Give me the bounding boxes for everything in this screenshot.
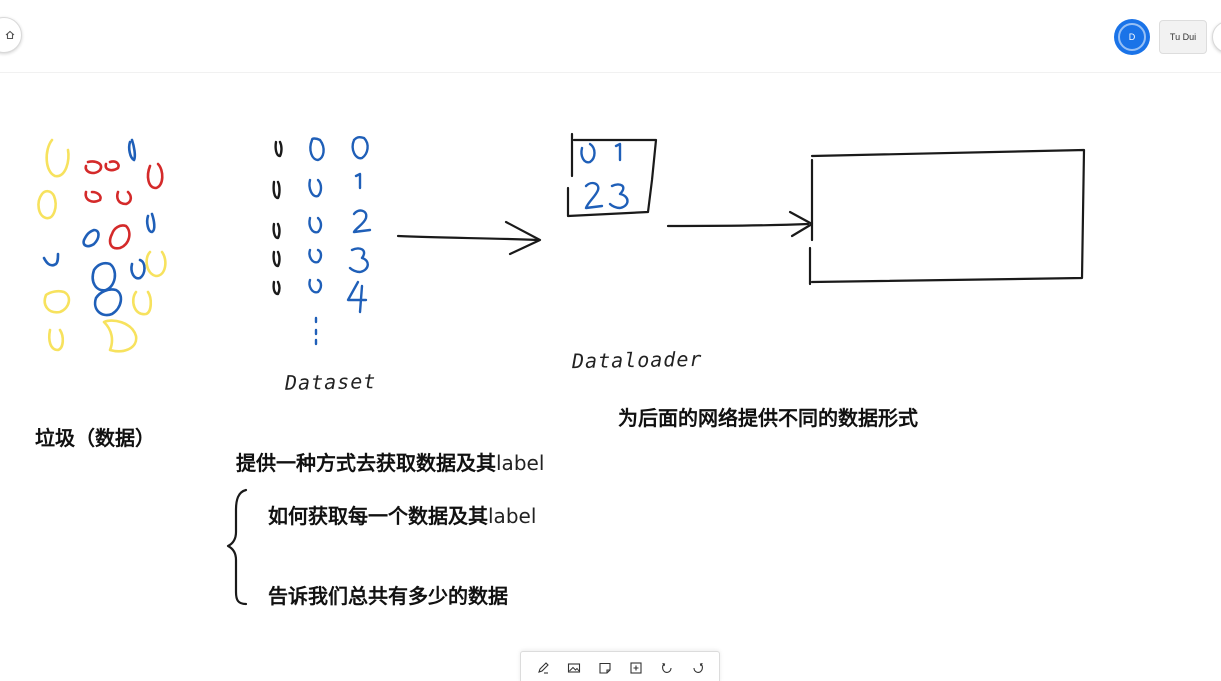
sticky-note-icon [598,662,611,674]
undo-tool[interactable] [656,657,678,679]
pen-icon [537,662,549,674]
dataset-column-1 [272,140,283,296]
point-get-item-main: 如何获取每一个数据及其 [268,504,488,528]
dataset-column-3 [314,135,372,346]
point-get-item-label: label [488,504,537,528]
sticky-note-tool[interactable] [594,657,616,679]
undo-icon [661,662,672,673]
home-icon [5,30,15,40]
dataset-description-main: 提供一种方式去获取数据及其 [236,451,496,475]
drawing-toolbar [520,651,720,681]
side-panel-button[interactable] [1212,21,1221,53]
dataset-description-label: label [496,451,545,475]
dataloader-description: 为后面的网络提供不同的数据形式 [618,406,918,430]
add-box-tool[interactable] [625,657,647,679]
blue-data-blobs [42,138,156,317]
arrow-dataset-to-loader [396,220,542,256]
redo-icon [692,662,703,673]
redo-tool[interactable] [687,657,709,679]
arrow-loader-to-network [666,210,814,238]
participant-avatar[interactable]: Tu Dui [1159,20,1207,54]
add-box-icon [629,662,642,674]
top-divider [0,72,1221,73]
curly-brace [226,488,248,606]
dataloader-values [580,142,629,210]
pen-tool[interactable] [532,657,554,679]
dataset-column-2 [308,137,325,294]
dataloader-box [566,132,658,218]
dataset-label: Dataset [284,369,377,395]
garbage-label: 垃圾（数据） [35,426,155,450]
participant-name: Tu Dui [1169,32,1197,42]
network-box [808,148,1086,286]
image-icon [567,663,580,673]
home-button[interactable] [0,17,22,53]
image-tool[interactable] [563,657,585,679]
my-avatar[interactable]: D [1114,19,1150,55]
dataloader-label: Dataloader [571,346,703,374]
participants-bar: D Tu Dui [1114,19,1207,55]
yellow-data-blobs [37,138,167,353]
red-data-blobs [84,160,164,250]
dataset-description: 提供一种方式去获取数据及其label [236,447,544,476]
avatar-ring [1118,23,1146,51]
point-get-item: 如何获取每一个数据及其label [268,500,536,529]
point-length: 告诉我们总共有多少的数据 [268,584,508,608]
